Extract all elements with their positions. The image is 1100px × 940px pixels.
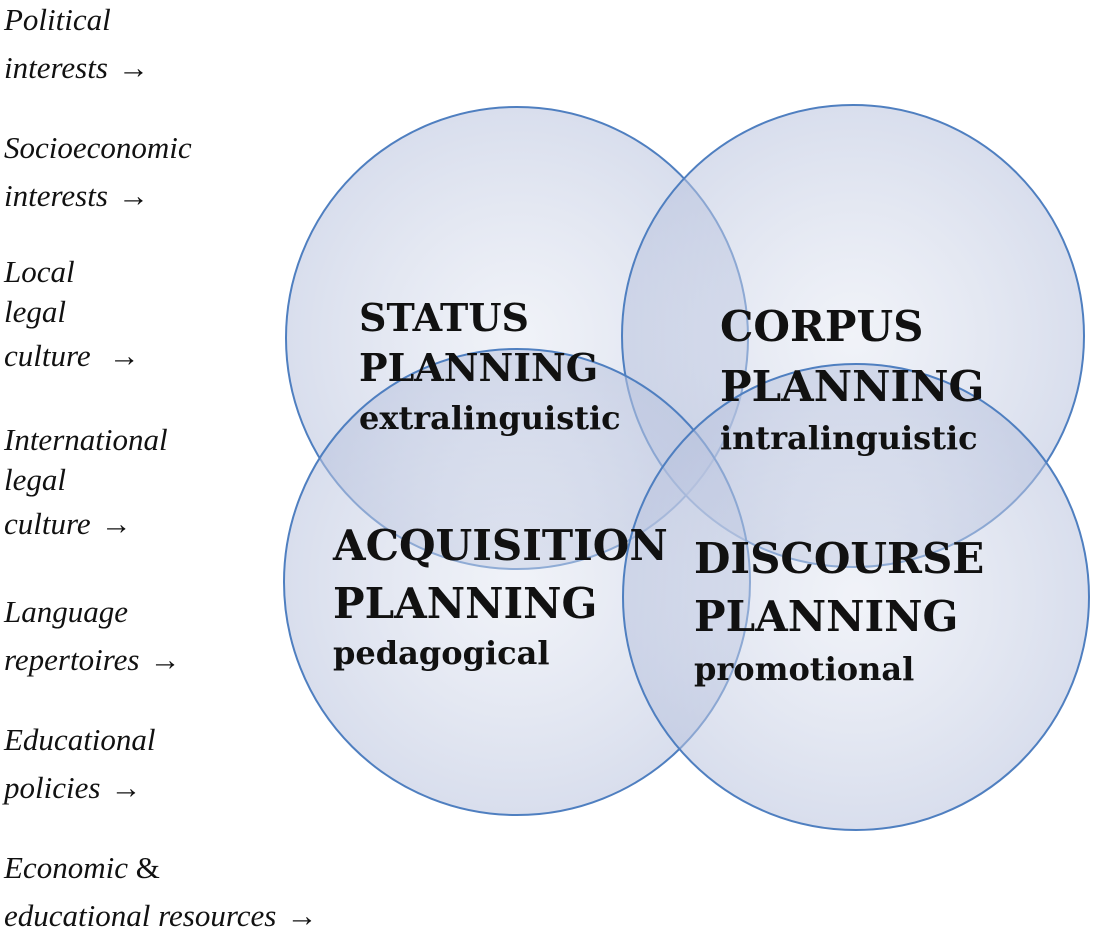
factor-socioeconomic-interests: Socioeconomic interests →	[4, 124, 192, 220]
right-arrow-icon: →	[149, 642, 181, 677]
factor-label: Local	[4, 254, 75, 289]
right-arrow-icon: →	[110, 770, 142, 805]
factor-label: culture	[4, 506, 91, 541]
factor-label: interests	[4, 178, 108, 213]
discourse-planning-title: PLANNING	[694, 592, 959, 641]
factor-label: Language	[4, 594, 128, 629]
acquisition-planning-title: PLANNING	[333, 579, 598, 628]
acquisition-planning-subtitle: pedagogical	[333, 634, 550, 672]
corpus-planning-title: CORPUS	[720, 302, 924, 351]
factor-label: Political	[4, 2, 111, 37]
factor-educational-policies: Educational policies →	[4, 716, 156, 812]
corpus-planning-label: CORPUS PLANNING intralinguistic	[720, 298, 984, 460]
factor-label: International	[4, 422, 168, 457]
factor-language-repertoires: Language repertoires →	[4, 588, 180, 684]
factor-international-legal-culture: International legal culture →	[4, 420, 168, 548]
right-arrow-icon: →	[286, 898, 318, 933]
factor-label: legal	[4, 294, 66, 329]
discourse-planning-label: DISCOURSE PLANNING promotional	[694, 530, 984, 692]
factor-local-legal-culture: Local legal culture →	[4, 252, 140, 380]
acquisition-planning-title: ACQUISITION	[333, 521, 668, 570]
right-arrow-icon: →	[117, 50, 149, 85]
factor-label: culture	[4, 338, 91, 373]
status-planning-subtitle: extralinguistic	[359, 399, 621, 437]
factor-label: repertoires	[4, 642, 140, 677]
factor-label: Economic	[4, 850, 128, 885]
right-arrow-icon: →	[100, 506, 132, 541]
discourse-planning-circle	[622, 363, 1090, 831]
right-arrow-icon: →	[108, 338, 140, 373]
discourse-planning-subtitle: promotional	[694, 650, 915, 688]
factor-label: policies	[4, 770, 101, 805]
corpus-planning-title: PLANNING	[720, 362, 985, 411]
factor-label: legal	[4, 462, 66, 497]
ampersand: &	[135, 850, 160, 885]
right-arrow-icon: →	[117, 178, 149, 213]
factor-label: educational resources	[4, 898, 277, 933]
factor-label: Socioeconomic	[4, 130, 192, 165]
discourse-planning-title: DISCOURSE	[694, 534, 985, 583]
factor-economic-educational-resources: Economic & educational resources →	[4, 844, 317, 940]
factor-political-interests: Political interests →	[4, 0, 149, 92]
status-planning-title: STATUS	[359, 295, 529, 340]
status-planning-title: PLANNING	[359, 345, 599, 390]
acquisition-planning-label: ACQUISITION PLANNING pedagogical	[333, 517, 668, 673]
factor-label: interests	[4, 50, 108, 85]
factor-label: Educational	[4, 722, 156, 757]
corpus-planning-subtitle: intralinguistic	[720, 419, 978, 457]
status-planning-label: STATUS PLANNING extralinguistic	[359, 292, 621, 442]
